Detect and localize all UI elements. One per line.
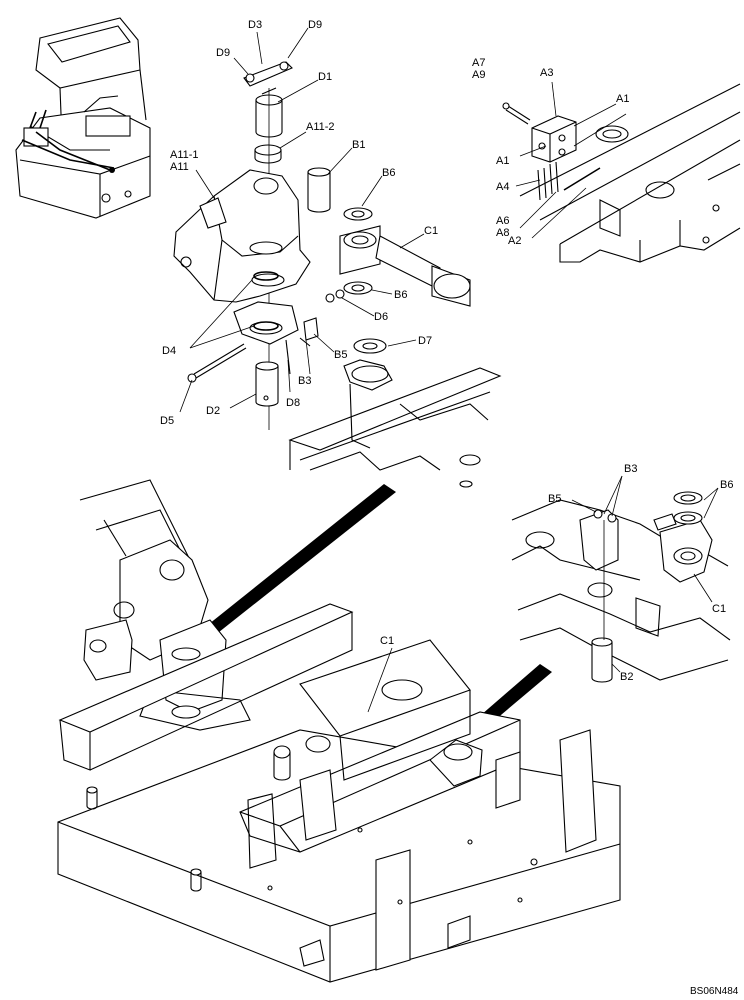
- label-B2: B2: [620, 671, 633, 683]
- washer-b6-lower: [343, 281, 373, 295]
- label-A11: A11: [170, 161, 189, 173]
- part-labels: D3 D9 D9 D1 A11-2 A11-1 A11 B1 B6 C1 B6 …: [160, 19, 739, 997]
- cylinder-c1: [339, 225, 471, 307]
- valve-block-inset: [502, 83, 741, 263]
- label-B6: B6: [382, 167, 395, 179]
- bushing-a11-2: [254, 144, 282, 164]
- label-C1: C1: [424, 225, 438, 237]
- label-A7: A7: [472, 57, 485, 69]
- label-A1: A1: [496, 155, 509, 167]
- label-B6: B6: [394, 289, 407, 301]
- label-B6: B6: [720, 479, 733, 491]
- bolts-a6: [537, 161, 601, 201]
- pin-b2: [591, 637, 613, 683]
- label-A9: A9: [472, 69, 485, 81]
- hydraulic-block-detail: [21, 95, 131, 173]
- washer-b6-upper: [343, 207, 373, 221]
- label-D3: D3: [248, 19, 262, 31]
- label-D7: D7: [418, 335, 432, 347]
- label-D9: D9: [216, 47, 230, 59]
- label-A4: A4: [496, 181, 509, 193]
- pin-d2: [255, 361, 279, 407]
- label-D5: D5: [160, 415, 174, 427]
- machine-thumbnail: [15, 17, 151, 219]
- washer-b6-a: [673, 491, 703, 505]
- leader-lines: [179, 27, 719, 713]
- shim-d8-leader-part: [285, 339, 291, 375]
- swing-bracket-assembly: [173, 61, 502, 488]
- label-A11-2: A11-2: [306, 121, 335, 133]
- cylinder-bracket-inset: [511, 491, 731, 683]
- label-B3: B3: [624, 463, 637, 475]
- label-D2: D2: [206, 405, 220, 417]
- label-A3: A3: [540, 67, 553, 79]
- pin-plate-d3: [243, 61, 293, 87]
- bolt-d5: [187, 343, 247, 383]
- label-B3: B3: [298, 375, 311, 387]
- washer-b6-b: [673, 511, 703, 525]
- label-A2: A2: [508, 235, 521, 247]
- label-A11-1: A11-1: [170, 149, 199, 161]
- pin-b1: [307, 167, 331, 213]
- swing-bracket-a11: [173, 169, 311, 345]
- frame-fragment-top: [288, 359, 502, 488]
- clamp-b5-b3: [299, 317, 319, 347]
- label-B1: B1: [352, 139, 365, 151]
- valve-block-a3: [531, 115, 577, 163]
- bracket-b5-b3: [579, 509, 619, 571]
- label-A1: A1: [616, 93, 629, 105]
- callout-wedge-top: [204, 484, 396, 636]
- label-A6: A6: [496, 215, 509, 227]
- drawing-reference: BS06N484: [690, 986, 739, 997]
- label-D1: D1: [318, 71, 332, 83]
- washer-d4-upper: [253, 271, 279, 281]
- label-B5: B5: [548, 493, 561, 505]
- label-D6: D6: [374, 311, 388, 323]
- label-C1: C1: [380, 635, 394, 647]
- label-D9: D9: [308, 19, 322, 31]
- label-B5: B5: [334, 349, 347, 361]
- cylinder-c1-end: [653, 513, 713, 583]
- bolts-d6: [325, 289, 345, 303]
- label-D4: D4: [162, 345, 176, 357]
- label-C1: C1: [712, 603, 726, 615]
- bolt-a7: [502, 102, 531, 125]
- label-D8: D8: [286, 397, 300, 409]
- label-A8: A8: [496, 227, 509, 239]
- washer-d7: [353, 338, 387, 354]
- main-frame: [57, 479, 621, 983]
